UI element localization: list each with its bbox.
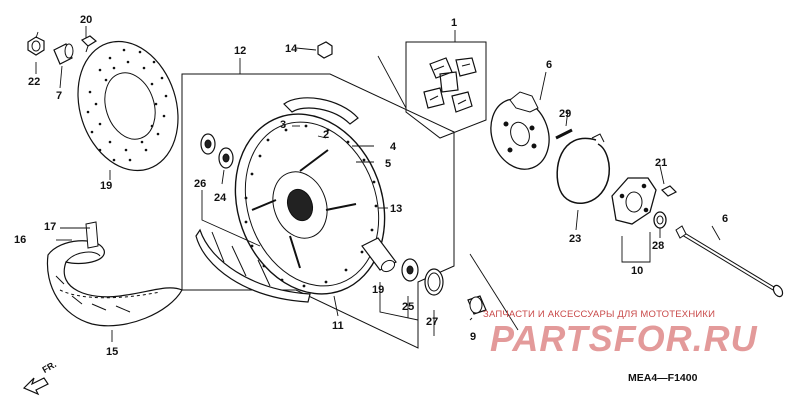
nut-14: [317, 41, 333, 59]
callout-25: 25: [402, 301, 415, 313]
front-direction-arrow: [22, 377, 49, 396]
callout-28: 28: [652, 240, 665, 252]
callout-3: 3: [280, 119, 287, 131]
callout-20: 20: [80, 14, 93, 26]
bearing-left: [200, 133, 234, 169]
callout-29: 29: [559, 108, 572, 120]
watermark-tagline: ЗАПЧАСТИ И АКСЕССУАРЫ ДЛЯ МОТОТЕХНИКИ: [483, 309, 716, 320]
callout-19-spacer: 19: [372, 284, 385, 296]
callout-21: 21: [655, 157, 668, 169]
brake-disc: [77, 40, 179, 172]
collar-9: [467, 295, 487, 315]
leader-lines: [35, 26, 721, 342]
final-driven-hub: [611, 177, 657, 225]
circlip: [556, 133, 610, 204]
callout-4: 4: [390, 141, 397, 153]
callout-19-disc: 19: [100, 180, 113, 192]
callout-9: 9: [470, 331, 477, 343]
callout-24: 24: [214, 192, 227, 204]
callout-7: 7: [56, 90, 63, 102]
hub-nut: [660, 185, 678, 197]
callout-26: 26: [194, 178, 207, 190]
callout-6-flange: 6: [546, 59, 553, 71]
callout-1: 1: [451, 17, 458, 29]
callout-16: 16: [14, 234, 27, 246]
callout-6-axle: 6: [722, 213, 729, 225]
callout-12: 12: [234, 45, 247, 57]
callout-5: 5: [385, 158, 392, 170]
rear-axle: [675, 225, 784, 298]
callout-17: 17: [44, 221, 57, 233]
rim-flap: [46, 221, 183, 327]
callout-11: 11: [332, 320, 344, 332]
disc-nut: [27, 36, 45, 56]
hub-seal: [653, 211, 667, 229]
stud: [555, 128, 573, 140]
rim-band: [195, 97, 359, 303]
callout-10: 10: [631, 265, 644, 277]
driven-flange: [490, 91, 550, 170]
watermark-brand: PARTSFOR.RU: [490, 318, 758, 359]
axle-spacer: [361, 237, 397, 273]
oil-seal: [424, 268, 444, 296]
callout-23: 23: [569, 233, 582, 245]
damper-set: [405, 41, 487, 139]
wheel-assembly-box: [181, 73, 455, 349]
callout-2: 2: [323, 129, 330, 141]
rear-wheel: [234, 113, 386, 295]
disc-bolt: [80, 35, 98, 53]
bearing-right: [401, 258, 419, 282]
callout-27: 27: [426, 316, 439, 328]
callout-14: 14: [285, 43, 298, 55]
callout-22: 22: [28, 76, 41, 88]
diagram-code: MEA4—F1400: [628, 372, 698, 384]
callout-13: 13: [390, 203, 403, 215]
collar: [53, 43, 74, 65]
callout-15: 15: [106, 346, 119, 358]
